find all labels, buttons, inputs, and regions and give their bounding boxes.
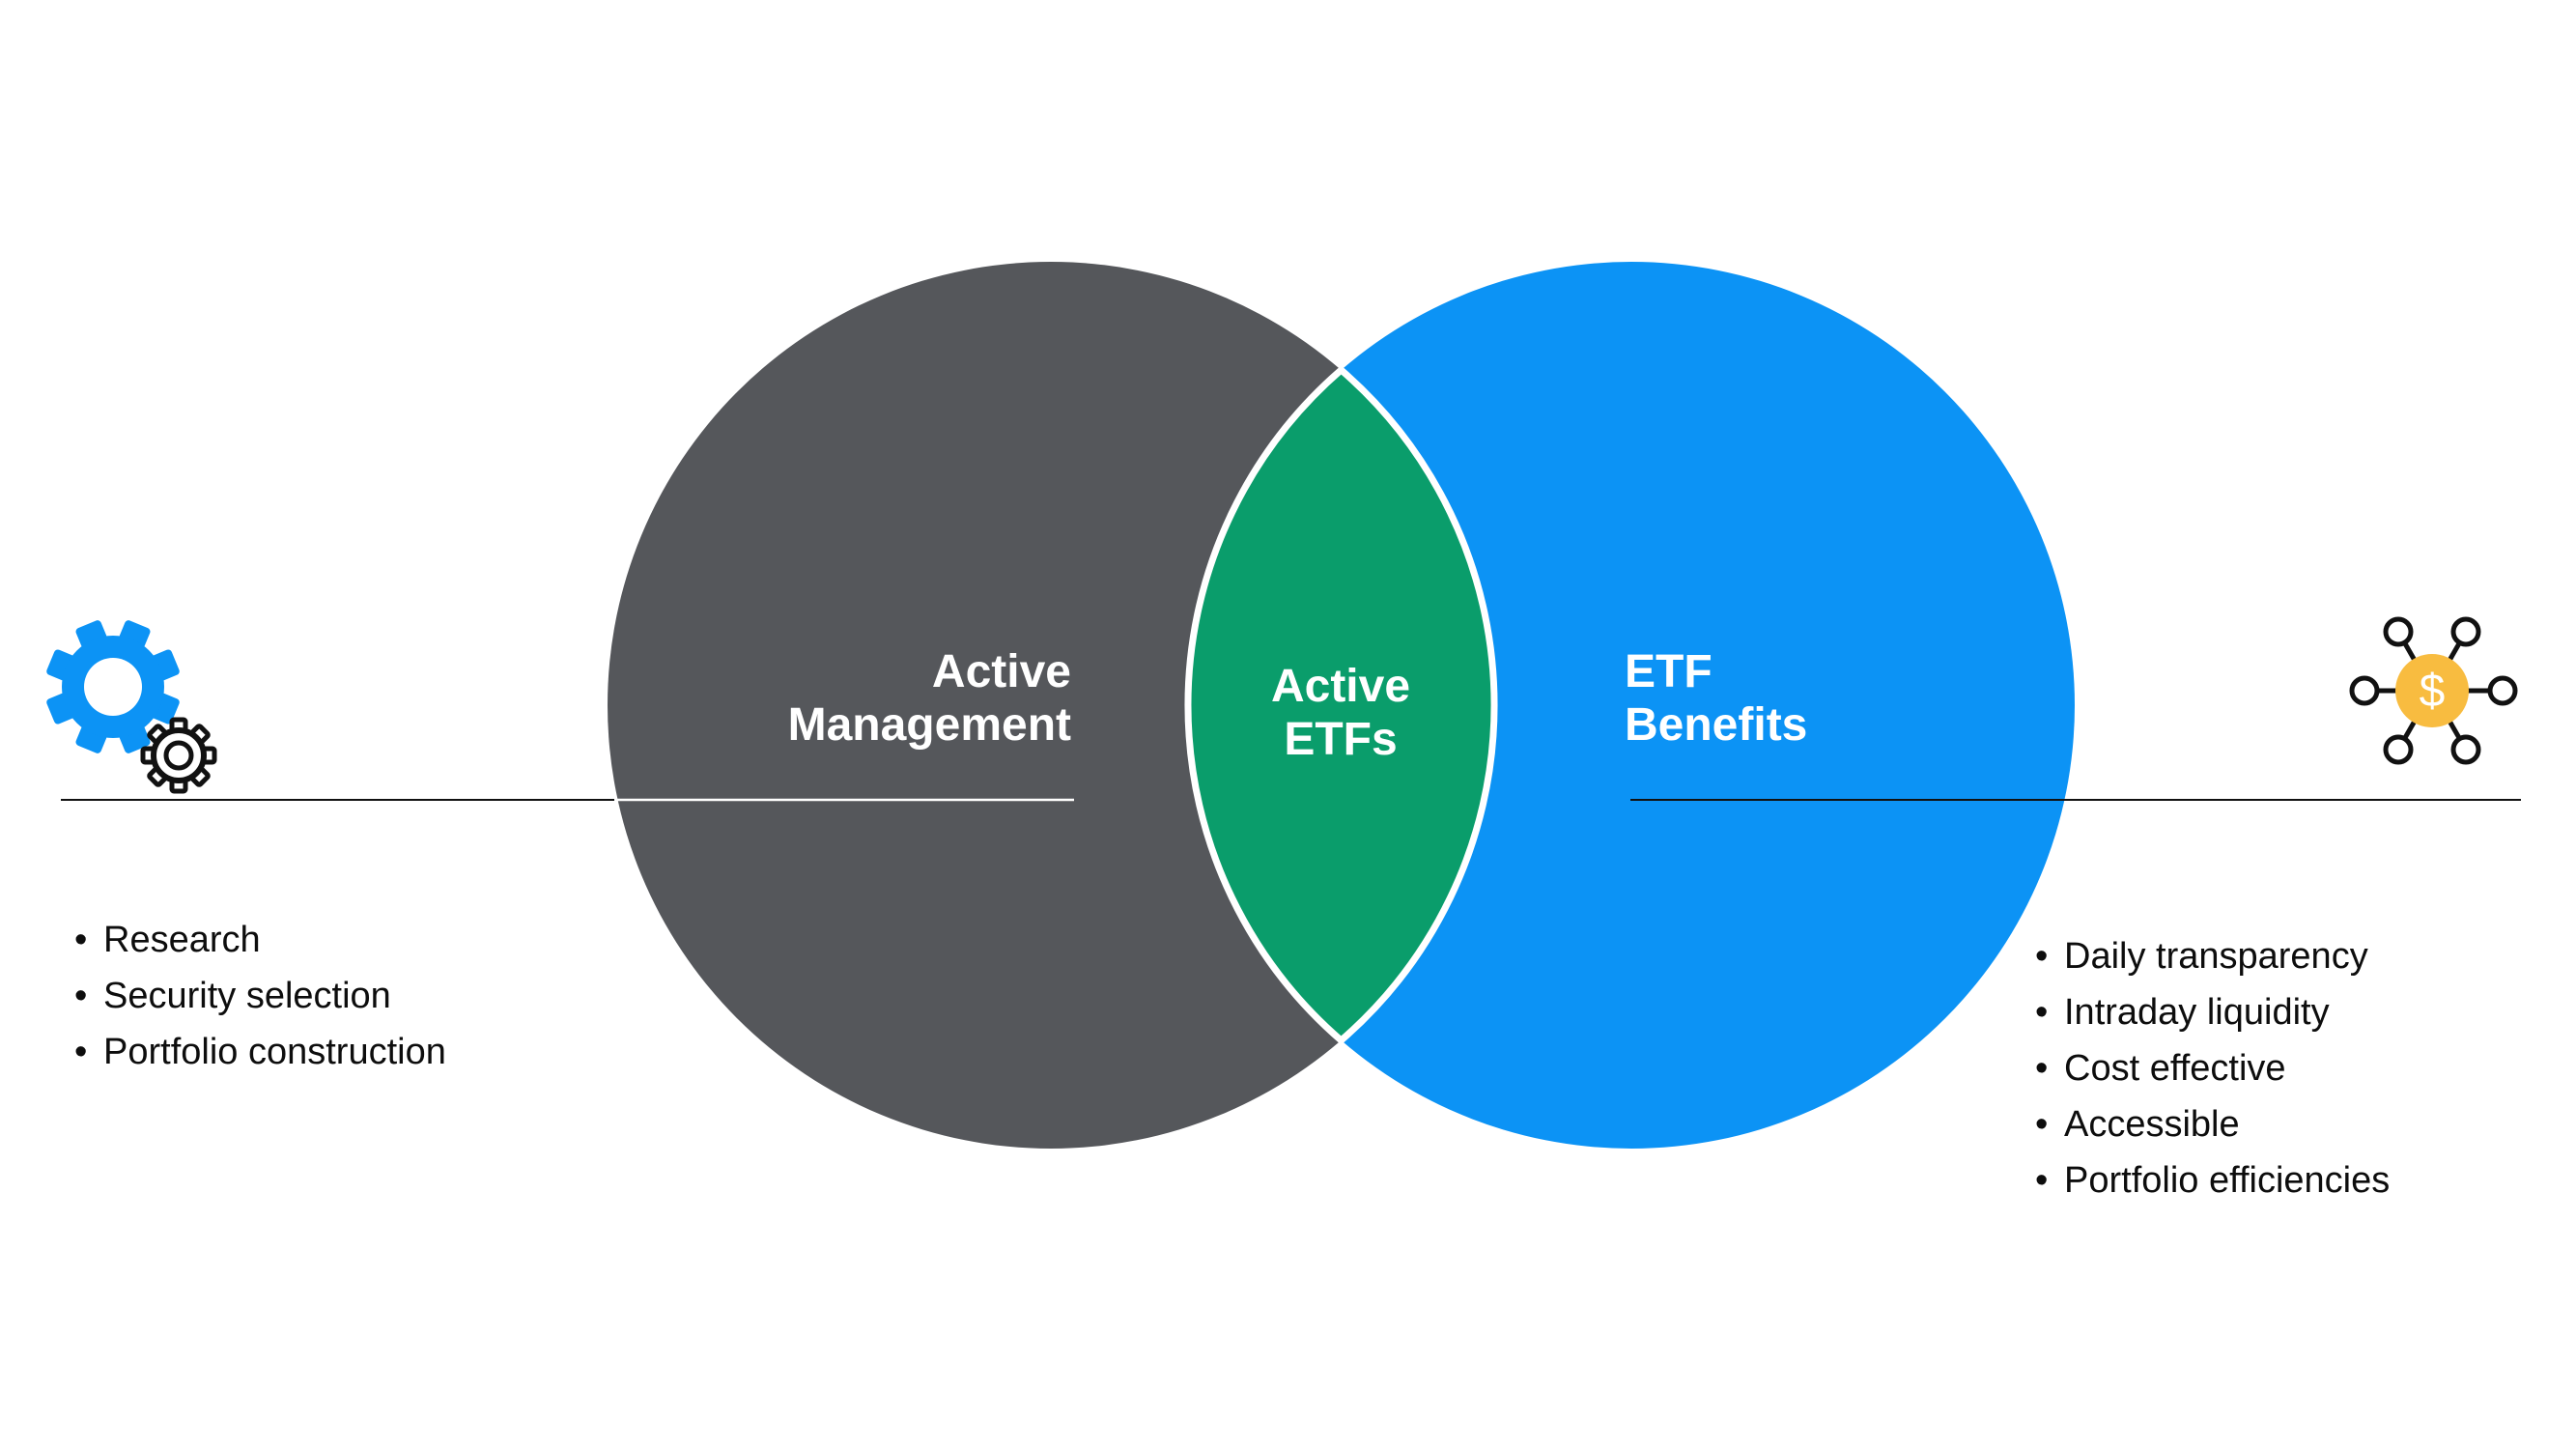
coin-circle [2395, 654, 2469, 727]
gears-icon [46, 620, 217, 794]
label-line: Active [931, 646, 1071, 697]
active-etfs-label: Active ETFs [1271, 660, 1410, 766]
bullet-item: Intraday liquidity [2035, 984, 2390, 1040]
etf-benefits-bullet-list: Daily transparency Intraday liquidity Co… [2035, 928, 2390, 1208]
small-gear [140, 717, 217, 794]
active-management-label: Active Management [788, 645, 1071, 752]
bullet-item: Security selection [74, 968, 446, 1024]
bullet-item: Portfolio construction [74, 1024, 446, 1080]
label-line: Active [1270, 661, 1411, 712]
network-nodes [2349, 616, 2518, 765]
bullet-item: Daily transparency [2035, 928, 2390, 984]
bullet-item: Accessible [2035, 1096, 2390, 1152]
label-line: ETFs [1284, 714, 1398, 765]
money-network-icon: $ [2349, 616, 2518, 765]
label-line: Benefits [1625, 699, 1808, 751]
dollar-sign: $ [2420, 666, 2446, 717]
label-line: Management [787, 699, 1071, 751]
bullet-item: Portfolio efficiencies [2035, 1152, 2390, 1208]
large-gear [46, 620, 180, 753]
active-management-bullet-list: Research Security selection Portfolio co… [74, 912, 446, 1080]
overlap-lens [1184, 366, 1498, 1044]
bullet-item: Cost effective [2035, 1040, 2390, 1096]
label-line: ETF [1625, 646, 1713, 697]
etf-benefits-label: ETF Benefits [1625, 645, 1807, 752]
bullet-item: Research [74, 912, 446, 968]
